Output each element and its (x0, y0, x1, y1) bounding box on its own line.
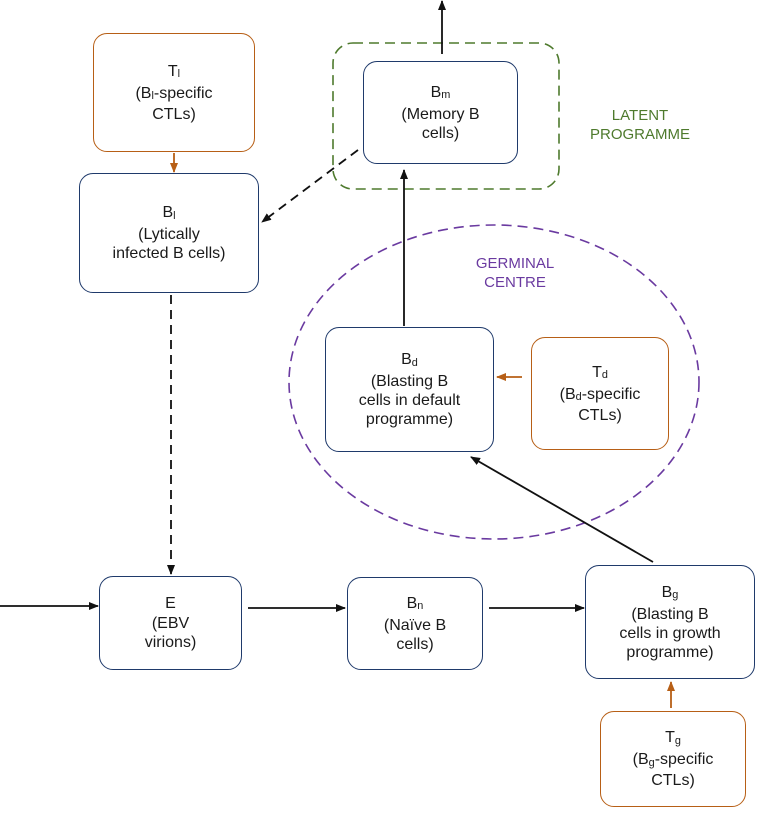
node-tg-line2: CTLs) (651, 772, 695, 789)
node-bn-naive: Bn (Naïve B cells) (347, 577, 483, 670)
node-tl-paren: ( (135, 84, 141, 102)
node-bg-line3: programme) (626, 643, 714, 661)
node-tl-line1: (Bl-specific (135, 84, 212, 105)
node-bn-line2: cells) (396, 635, 434, 653)
node-tl-specific: -specific (153, 84, 213, 102)
node-bg-line2: cells in growth (619, 624, 721, 642)
node-bg-title: Bg (662, 583, 679, 604)
node-tg-line1: (Bg-specific (633, 750, 714, 771)
germinal-centre-label: GERMINAL CENTRE (450, 254, 580, 292)
node-tl-line2: CTLs) (152, 105, 196, 123)
node-td-symbol: T (592, 363, 602, 381)
node-bn-subscript: n (417, 600, 424, 613)
node-td-subscript: d (601, 369, 608, 382)
node-tg-ctls: Tg (Bg-specific CTLs) (600, 711, 746, 807)
node-bg-growth: Bg (Blasting B cells in growth programme… (585, 565, 755, 679)
node-td-line2: CTLs) (578, 406, 622, 424)
node-e-line2: virions) (144, 634, 197, 651)
node-tl-title: Tl (168, 62, 180, 83)
node-bd-symbol: B (401, 351, 412, 368)
node-bm-subscript: m (441, 89, 451, 102)
node-bd-line3: programme) (365, 411, 454, 428)
node-bg-subscript: g (672, 589, 679, 602)
arrow-bg-to-bd (470, 456, 654, 563)
node-tg-symbol: T (665, 729, 675, 746)
node-td-specific: -specific (581, 385, 641, 403)
node-tg-paren: ( (632, 751, 638, 768)
node-td-b-subscript: d (575, 391, 582, 404)
node-td-ctls: Td (Bd-specific CTLs) (531, 337, 669, 450)
germinal-label-line2: CENTRE (484, 274, 546, 291)
latent-programme-label: LATENT PROGRAMME (576, 106, 704, 144)
node-bd-subscript: d (411, 356, 418, 369)
node-bd-line2: cells in default (358, 392, 461, 409)
germinal-centre-region (288, 224, 700, 540)
node-bl-subscript: l (173, 209, 176, 222)
node-bm-symbol: B (430, 83, 442, 101)
latent-programme-region (332, 42, 560, 190)
node-tl-symbol: T (167, 62, 178, 80)
node-tg-b-subscript: g (648, 756, 655, 769)
node-bm-title: Bm (431, 83, 451, 104)
node-bg-symbol: B (661, 583, 673, 601)
node-tl-b-subscript: l (151, 90, 154, 103)
node-bm-line1: (Memory B (401, 105, 480, 123)
node-bn-line1: (Naïve B (383, 616, 447, 634)
node-td-title: Td (592, 363, 608, 384)
node-bg-line1: (Blasting B (631, 605, 709, 623)
node-bl-line1: (Lytically (138, 226, 200, 243)
node-e-virions: E (EBV virions) (99, 576, 242, 670)
node-tl-b: B (140, 84, 152, 102)
node-tg-subscript: g (674, 734, 681, 747)
node-bn-symbol: B (406, 594, 418, 612)
node-e-title: E (165, 595, 176, 612)
node-bm-line2: cells) (421, 124, 460, 142)
node-bl-symbol: B (162, 204, 174, 221)
node-tg-b: B (637, 751, 649, 768)
node-bl-lytic: Bl (Lytically infected B cells) (79, 173, 259, 293)
arrow-bm-to-bl (261, 149, 359, 223)
node-tl-ctls: Tl (Bl-specific CTLs) (93, 33, 255, 152)
node-bm-memory: Bm (Memory B cells) (363, 61, 518, 164)
node-bl-line2: infected B cells) (112, 245, 226, 262)
latent-label-line2: PROGRAMME (589, 126, 690, 143)
node-bd-line1: (Blasting B (370, 373, 449, 390)
node-td-paren: ( (559, 385, 565, 403)
node-tg-title: Tg (665, 728, 681, 749)
node-td-b: B (564, 385, 576, 403)
node-tl-subscript: l (177, 68, 181, 81)
node-bn-title: Bn (407, 594, 424, 615)
node-td-line1: (Bd-specific (560, 385, 641, 406)
node-bd-default: Bd (Blasting B cells in default programm… (325, 327, 494, 452)
node-tg-specific: -specific (654, 751, 714, 768)
latent-label-line1: LATENT (611, 107, 669, 124)
germinal-label-line1: GERMINAL (475, 255, 555, 272)
node-e-line1: (EBV (151, 615, 190, 632)
node-bd-title: Bd (401, 350, 418, 371)
node-bl-title: Bl (162, 203, 175, 224)
